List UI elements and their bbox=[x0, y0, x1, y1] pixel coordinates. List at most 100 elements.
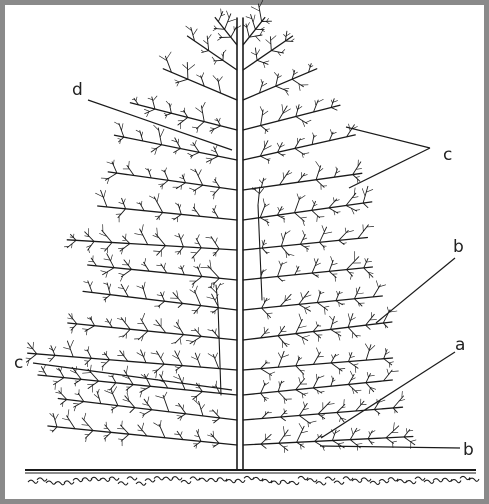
twig bbox=[180, 432, 182, 436]
twig bbox=[262, 240, 263, 244]
twig bbox=[284, 34, 287, 37]
twig bbox=[259, 180, 262, 184]
twig bbox=[320, 227, 327, 242]
twig bbox=[364, 268, 373, 277]
twig bbox=[179, 205, 180, 209]
twig bbox=[109, 284, 111, 290]
twig bbox=[164, 263, 165, 269]
scaffold-branch bbox=[67, 240, 237, 250]
soil-mark bbox=[343, 477, 353, 480]
soil-mark bbox=[397, 480, 407, 483]
twig bbox=[178, 304, 183, 308]
twig bbox=[282, 50, 285, 53]
twig bbox=[101, 249, 107, 250]
twig bbox=[261, 393, 267, 400]
twig bbox=[112, 407, 115, 408]
twig bbox=[127, 166, 134, 176]
twig bbox=[337, 413, 344, 422]
soil-mark bbox=[433, 479, 443, 482]
twig bbox=[126, 234, 127, 239]
twig bbox=[142, 423, 144, 430]
twig bbox=[140, 229, 148, 245]
twig bbox=[194, 291, 200, 306]
twig bbox=[210, 128, 214, 129]
twig bbox=[82, 329, 88, 330]
twig bbox=[154, 251, 161, 252]
scaffold-branch bbox=[83, 291, 237, 310]
soil-mark bbox=[316, 482, 326, 485]
twig bbox=[304, 246, 309, 247]
soil-mark bbox=[154, 477, 164, 480]
twig bbox=[140, 386, 151, 392]
soil-mark bbox=[451, 480, 461, 483]
twig bbox=[303, 231, 305, 236]
twig bbox=[164, 113, 167, 115]
twig bbox=[331, 108, 337, 111]
twig bbox=[217, 410, 218, 415]
twig bbox=[299, 291, 309, 304]
twig bbox=[331, 257, 333, 263]
twig bbox=[355, 210, 359, 211]
twig bbox=[145, 258, 146, 263]
secondary-leader bbox=[258, 205, 262, 300]
soil-mark bbox=[190, 477, 200, 480]
twig bbox=[191, 252, 197, 253]
soil-mark bbox=[136, 482, 146, 485]
twig bbox=[85, 361, 89, 362]
twig bbox=[215, 145, 217, 150]
twig bbox=[263, 199, 265, 206]
twig bbox=[391, 371, 399, 372]
twig bbox=[111, 406, 118, 410]
twig bbox=[331, 363, 342, 371]
twig bbox=[324, 306, 329, 307]
twig bbox=[313, 377, 319, 388]
twig bbox=[73, 404, 79, 405]
twig bbox=[339, 369, 345, 370]
twig bbox=[212, 57, 215, 61]
twig bbox=[187, 63, 188, 80]
twig bbox=[218, 33, 222, 37]
twig bbox=[296, 390, 306, 396]
twig bbox=[181, 266, 185, 275]
twig bbox=[387, 369, 389, 374]
twig bbox=[183, 65, 188, 69]
twig bbox=[330, 130, 332, 135]
twig bbox=[176, 322, 183, 334]
soil-mark bbox=[415, 477, 425, 480]
soil-mark bbox=[352, 479, 362, 482]
twig bbox=[334, 198, 335, 202]
twig bbox=[210, 192, 215, 193]
twig bbox=[259, 4, 262, 22]
twig bbox=[199, 401, 203, 416]
twig bbox=[247, 23, 250, 28]
twig bbox=[192, 277, 202, 285]
twig bbox=[316, 348, 319, 355]
twig bbox=[283, 173, 284, 179]
twig bbox=[218, 77, 222, 82]
twig bbox=[157, 193, 159, 202]
twig bbox=[406, 428, 407, 433]
twig bbox=[217, 283, 221, 290]
twig bbox=[374, 410, 380, 414]
soil-mark bbox=[235, 479, 245, 482]
twig bbox=[251, 7, 259, 11]
twig bbox=[364, 259, 368, 268]
twig bbox=[345, 228, 346, 233]
soil-mark bbox=[334, 481, 344, 484]
soil-mark bbox=[46, 481, 56, 484]
twig bbox=[365, 259, 367, 263]
twig bbox=[144, 374, 150, 386]
twig bbox=[147, 397, 149, 404]
twig bbox=[111, 391, 118, 406]
twig bbox=[292, 79, 303, 87]
ground bbox=[25, 470, 479, 485]
twig bbox=[211, 434, 219, 443]
twig bbox=[332, 355, 334, 359]
twig bbox=[253, 15, 255, 23]
twig bbox=[321, 415, 325, 416]
twig bbox=[158, 301, 164, 306]
twig bbox=[257, 60, 268, 64]
leader-d bbox=[88, 100, 232, 150]
twig bbox=[123, 240, 127, 241]
